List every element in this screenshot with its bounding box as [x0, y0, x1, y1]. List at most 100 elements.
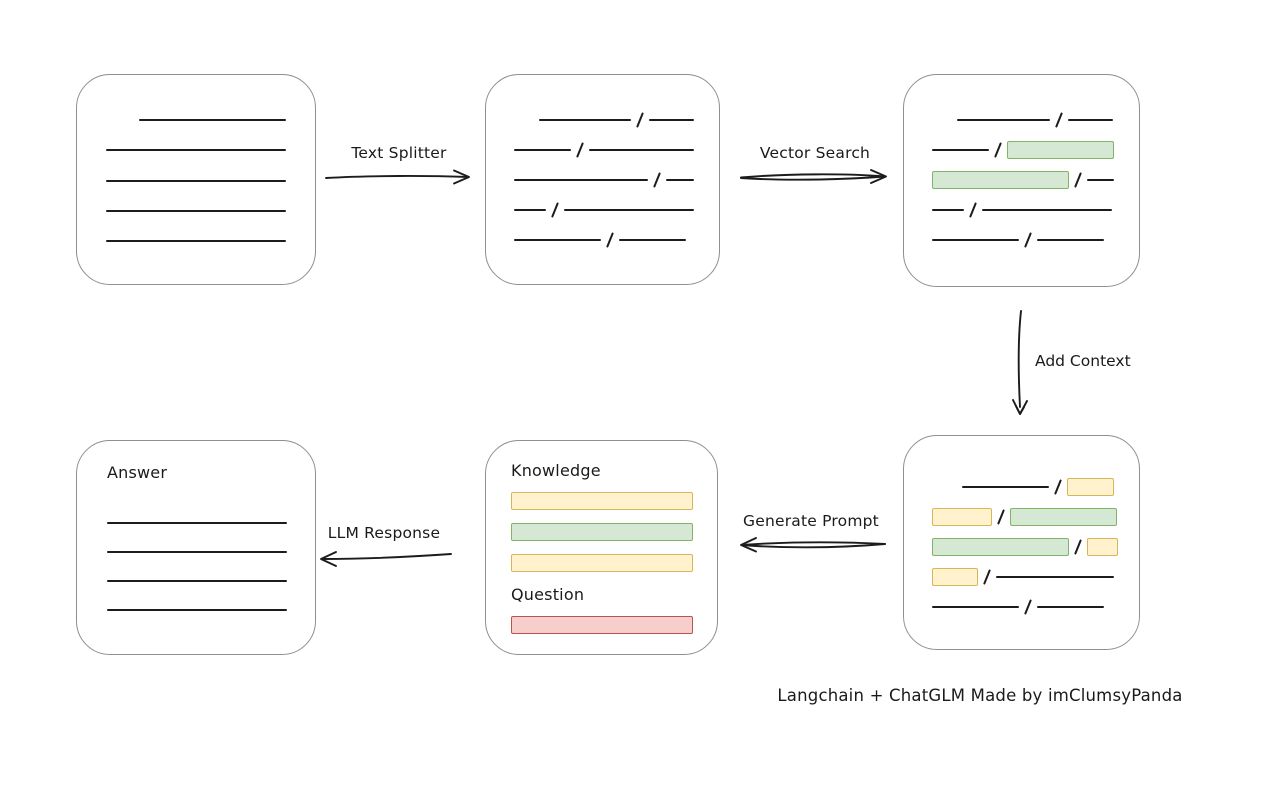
slash-separator [606, 232, 614, 248]
text-line [982, 209, 1112, 211]
text-line [932, 606, 1019, 608]
yellow-bar [511, 554, 693, 572]
chunk-row [932, 195, 1114, 225]
text-line [514, 179, 649, 181]
slash-separator [969, 202, 977, 218]
knowledge-bars [511, 492, 693, 572]
text-line [996, 576, 1114, 578]
text-line [107, 609, 287, 611]
footer-credit: Langchain + ChatGLM Made by imClumsyPand… [777, 686, 1183, 705]
text-line [1087, 179, 1114, 181]
slash-separator [551, 202, 559, 218]
green-highlight-chunk [932, 171, 1069, 189]
chunk-row [932, 225, 1114, 255]
slash-separator [983, 569, 991, 585]
slash-separator [653, 172, 662, 188]
text-line [932, 149, 989, 151]
text-line [619, 239, 686, 241]
slash-separator [994, 142, 1002, 158]
chunk-row [932, 135, 1114, 165]
text-line [957, 119, 1050, 121]
chunk-row [932, 532, 1118, 562]
text-line [514, 239, 601, 241]
knowledge-label: Knowledge [511, 461, 601, 480]
chunk-row [932, 562, 1114, 592]
node-answer: Answer [76, 440, 316, 655]
yellow-bar [511, 492, 693, 510]
chunk-row [514, 165, 694, 195]
chunk-row [514, 195, 694, 225]
green-highlight-chunk [932, 538, 1069, 556]
chunk-row [932, 165, 1114, 195]
question-label: Question [511, 585, 585, 604]
arrow-llm-response: LLM Response [313, 524, 455, 569]
question-bars [511, 616, 693, 634]
text-line [932, 239, 1019, 241]
right-arrow-icon [740, 169, 887, 184]
text-splitter-label: Text Splitter [351, 144, 447, 162]
yellow-highlight-chunk [932, 568, 978, 586]
slash-separator [1074, 172, 1082, 188]
text-line [649, 119, 694, 121]
slash-separator [1055, 112, 1063, 128]
text-line [514, 209, 546, 211]
node-prompt: Knowledge Question [485, 440, 718, 655]
prompt-body: Knowledge Question [486, 441, 717, 634]
text-line [106, 209, 286, 212]
generate-prompt-label: Generate Prompt [743, 512, 879, 530]
node-source-document [76, 74, 316, 285]
text-line [589, 149, 694, 151]
llm-response-label: LLM Response [327, 524, 441, 542]
add-context-label: Add Context [1035, 352, 1131, 370]
text-line [107, 551, 287, 553]
red-bar [511, 616, 693, 634]
answer-lines [107, 522, 287, 611]
node-matched-chunks [903, 74, 1140, 287]
slash-separator [1024, 599, 1032, 615]
slash-separator [1074, 539, 1082, 555]
text-line [539, 119, 632, 121]
chunk-row [514, 135, 694, 165]
chunk-row [932, 105, 1114, 135]
down-arrow-icon [1012, 310, 1028, 415]
text-line [1037, 606, 1104, 608]
slash-separator [1054, 479, 1062, 495]
slash-separator [576, 142, 584, 158]
arrow-generate-prompt: Generate Prompt [733, 512, 889, 555]
green-highlight-chunk [1010, 508, 1117, 526]
left-arrow-icon [740, 537, 886, 553]
node-context-chunks [903, 435, 1140, 650]
text-line [106, 179, 286, 182]
text-line [564, 209, 694, 211]
slash-separator [636, 112, 645, 128]
chunk-row [932, 592, 1114, 622]
vector-search-label: Vector Search [759, 144, 871, 162]
right-arrow-icon [325, 169, 470, 185]
context-chunk-rows [904, 436, 1139, 622]
matched-chunk-rows [904, 75, 1139, 255]
text-line [1037, 239, 1104, 241]
yellow-highlight-chunk [1067, 478, 1114, 496]
slash-separator [997, 509, 1005, 525]
green-highlight-chunk [1007, 141, 1114, 159]
text-line [666, 179, 694, 181]
text-line [107, 522, 287, 524]
chunk-rows [486, 75, 719, 255]
text-line [932, 209, 964, 211]
text-line [107, 580, 287, 582]
yellow-highlight-chunk [1087, 538, 1118, 556]
text-line [106, 240, 286, 242]
left-arrow-icon [320, 551, 452, 567]
document-lines [77, 75, 315, 284]
text-line [139, 119, 286, 121]
chunk-row [514, 105, 694, 135]
arrow-text-splitter: Text Splitter [323, 144, 475, 187]
answer-body: Answer [77, 441, 315, 611]
text-line [962, 486, 1049, 488]
slash-separator [1024, 232, 1032, 248]
arrow-vector-search: Vector Search [738, 144, 892, 187]
chunk-row [514, 225, 694, 255]
yellow-highlight-chunk [932, 508, 992, 526]
text-line [514, 149, 571, 151]
